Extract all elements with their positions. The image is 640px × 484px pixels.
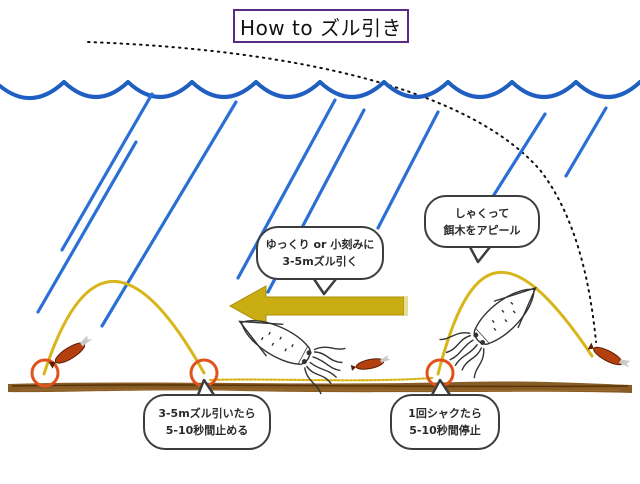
egi-lure-icon (350, 354, 391, 371)
bubble-retrieve-line2: 3-5mズル引く (282, 255, 358, 268)
bubble-retrieve: ゆっくり or 小刻みに 3-5mズル引く (256, 226, 384, 280)
bubble-jerk: しゃくって 餌木をアピール (424, 195, 540, 248)
bubble-stop-after-drag: 3-5mズル引いたら 5-10秒間止める (143, 394, 271, 450)
bubble-stop-after-drag-line1: 3-5mズル引いたら (158, 407, 256, 420)
retrieve-arrow (228, 285, 408, 327)
casting-line (87, 41, 597, 343)
bubble-pointers (196, 246, 491, 396)
bubble-retrieve-line1: ゆっくり or 小刻みに (265, 238, 375, 251)
squid-icon (238, 320, 346, 395)
egi-lure-icon (48, 335, 93, 369)
seabed (8, 381, 632, 393)
page-title: How to ズル引き (233, 9, 409, 43)
sea-surface-waves (0, 80, 640, 101)
bubble-jerk-line2: 餌木をアピール (443, 223, 521, 237)
lure-path (42, 270, 594, 382)
bubble-stop-after-jerk: 1回シャクたら 5-10秒間停止 (390, 394, 500, 450)
bubble-stop-after-jerk-line1: 1回シャクたら (408, 407, 482, 420)
squid-icon (439, 286, 537, 379)
egi-lure-icon (587, 342, 631, 368)
stop-marker-start (30, 358, 60, 388)
bubble-stop-after-drag-line2: 5-10秒間止める (165, 424, 249, 437)
stop-markers (30, 358, 455, 388)
page-title-text: How to ズル引き (240, 15, 402, 40)
bubble-jerk-line1: しゃくって (454, 206, 510, 220)
bubble-stop-after-jerk-line2: 5-10秒間停止 (409, 424, 481, 437)
